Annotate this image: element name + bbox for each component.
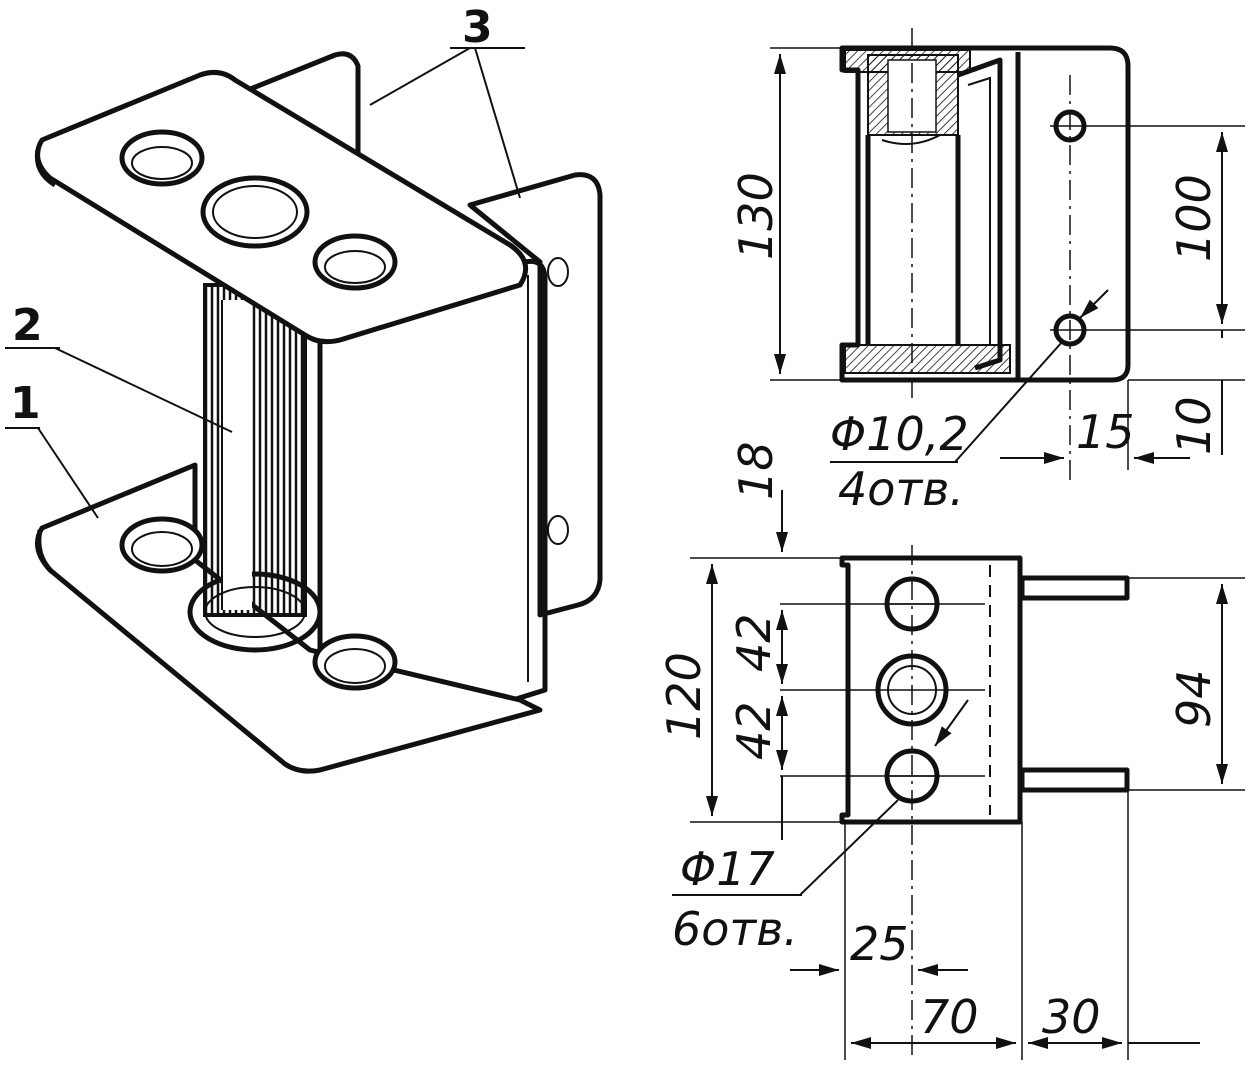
dim-94: 94 (1127, 577, 1245, 791)
dim-130: 130 (729, 47, 842, 381)
svg-text:42: 42 (727, 701, 781, 760)
dim-18: 18 (690, 441, 842, 559)
hole-callout-10-2: Φ10,2 4отв. (830, 289, 1109, 516)
dim-25: 25 (790, 917, 968, 976)
svg-text:100: 100 (1167, 174, 1221, 262)
pin (187, 283, 323, 653)
svg-text:18: 18 (729, 441, 783, 500)
side-section-view: 130 100 10 15 Φ10,2 4отв. (729, 28, 1245, 516)
svg-text:15: 15 (1076, 405, 1135, 459)
svg-text:2: 2 (12, 300, 43, 351)
dim-42-42: 42 42 (727, 610, 788, 840)
svg-text:70: 70 (920, 990, 979, 1044)
top-hole-right (312, 233, 398, 291)
dim-10: 10 (1128, 330, 1245, 455)
svg-text:4отв.: 4отв. (838, 462, 964, 516)
svg-text:94: 94 (1167, 669, 1221, 728)
dim-70: 70 (851, 990, 1016, 1049)
dim-15: 15 (1000, 380, 1190, 470)
svg-text:Φ10,2: Φ10,2 (830, 407, 969, 461)
svg-text:25: 25 (850, 917, 909, 971)
svg-text:42: 42 (727, 613, 781, 672)
bottom-hole-left (119, 516, 205, 574)
right-side-plate (467, 172, 603, 618)
isometric-view: 3 2 1 (5, 2, 603, 774)
part-label-3: 3 (369, 2, 525, 199)
svg-text:Φ17: Φ17 (680, 842, 775, 896)
bottom-hole-right (312, 633, 398, 691)
part-label-1: 1 (5, 378, 99, 519)
svg-text:3: 3 (462, 2, 493, 53)
svg-text:10: 10 (1167, 396, 1221, 455)
top-hole-left (119, 129, 205, 187)
hole-callout-17: Φ17 6отв. (672, 699, 969, 956)
svg-text:120: 120 (657, 652, 711, 740)
svg-text:30: 30 (1042, 990, 1101, 1044)
front-view: 18 120 42 42 94 Φ17 6отв. (657, 441, 1245, 1060)
dim-100: 100 (1090, 125, 1245, 331)
svg-text:6отв.: 6отв. (672, 902, 798, 956)
dim-30: 30 (1028, 990, 1200, 1049)
top-bushing (200, 175, 310, 249)
svg-text:130: 130 (729, 172, 783, 260)
svg-text:1: 1 (10, 378, 41, 429)
part-label-2: 2 (5, 300, 233, 433)
dim-120: 120 (657, 564, 842, 823)
